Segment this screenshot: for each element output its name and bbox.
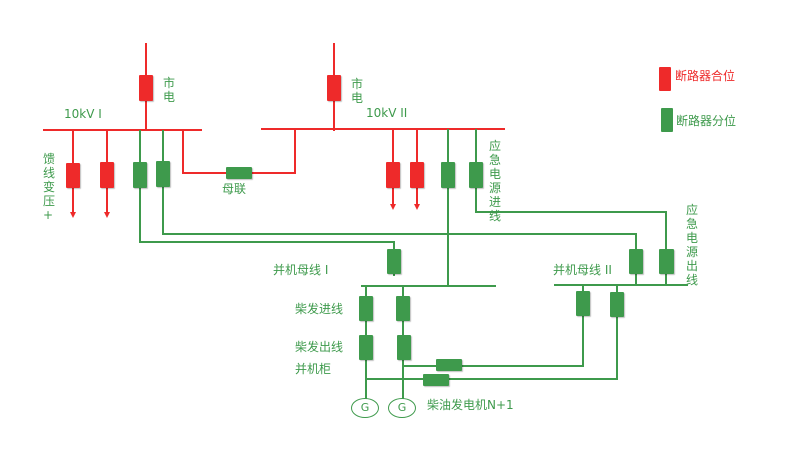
breaker-emergency-in[interactable] (469, 162, 483, 188)
label-bus-tie: 母联 (222, 182, 247, 196)
breaker-gen-tie-1[interactable] (436, 359, 462, 371)
breaker-diesel-out-1[interactable] (359, 335, 373, 360)
breaker-bus2-out-1[interactable] (441, 162, 455, 188)
breaker-emergency-out[interactable] (659, 249, 674, 274)
label-generator: 柴油发电机N+1 (427, 398, 514, 412)
breaker-feeder-4[interactable] (410, 162, 424, 188)
breaker-grid1[interactable] (139, 75, 153, 101)
legend-closed-swatch (659, 67, 671, 91)
legend-open-swatch (661, 108, 673, 132)
breaker-parallel-bus1-in[interactable] (387, 249, 401, 274)
breaker-bus1-out-2[interactable] (156, 161, 170, 187)
label-feeder: 馈线变压+ (43, 152, 56, 222)
breaker-bus2-gen-1[interactable] (576, 291, 590, 316)
breaker-parallel-bus2-in[interactable] (629, 249, 643, 274)
breaker-diesel-in-1[interactable] (359, 296, 373, 321)
label-emergency-out: 应急电源出线 (686, 203, 699, 287)
label-parallel-bus-2: 并机母线 II (553, 263, 612, 277)
generator-1[interactable]: G (351, 398, 379, 418)
label-diesel-out: 柴发出线 (295, 340, 344, 354)
breaker-bus2-gen-2[interactable] (610, 292, 624, 317)
breaker-feeder-2[interactable] (100, 162, 114, 188)
label-emergency-in: 应急电源进线 (489, 139, 502, 223)
breaker-diesel-in-2[interactable] (396, 296, 410, 321)
label-diesel-in: 柴发进线 (295, 302, 344, 316)
breaker-gen-tie-2[interactable] (423, 374, 449, 386)
breaker-feeder-3[interactable] (386, 162, 400, 188)
label-bus-10kv-1: 10kV I (64, 107, 102, 121)
label-grid1: 市电 (163, 76, 176, 104)
label-bus-10kv-2: 10kV II (366, 106, 408, 120)
breaker-grid2[interactable] (327, 75, 341, 101)
breaker-bus-tie[interactable] (226, 167, 252, 179)
breaker-diesel-out-2[interactable] (397, 335, 411, 360)
legend-closed-label: 断路器合位 (675, 69, 736, 83)
label-parallel-cabinet: 并机柜 (295, 362, 332, 376)
label-parallel-bus-1: 并机母线 I (273, 263, 329, 277)
generator-2[interactable]: G (388, 398, 416, 418)
breaker-bus1-out-1[interactable] (133, 162, 147, 188)
breaker-feeder-1[interactable] (66, 163, 80, 188)
legend-open-label: 断路器分位 (676, 114, 737, 128)
label-grid2: 市电 (351, 77, 364, 105)
